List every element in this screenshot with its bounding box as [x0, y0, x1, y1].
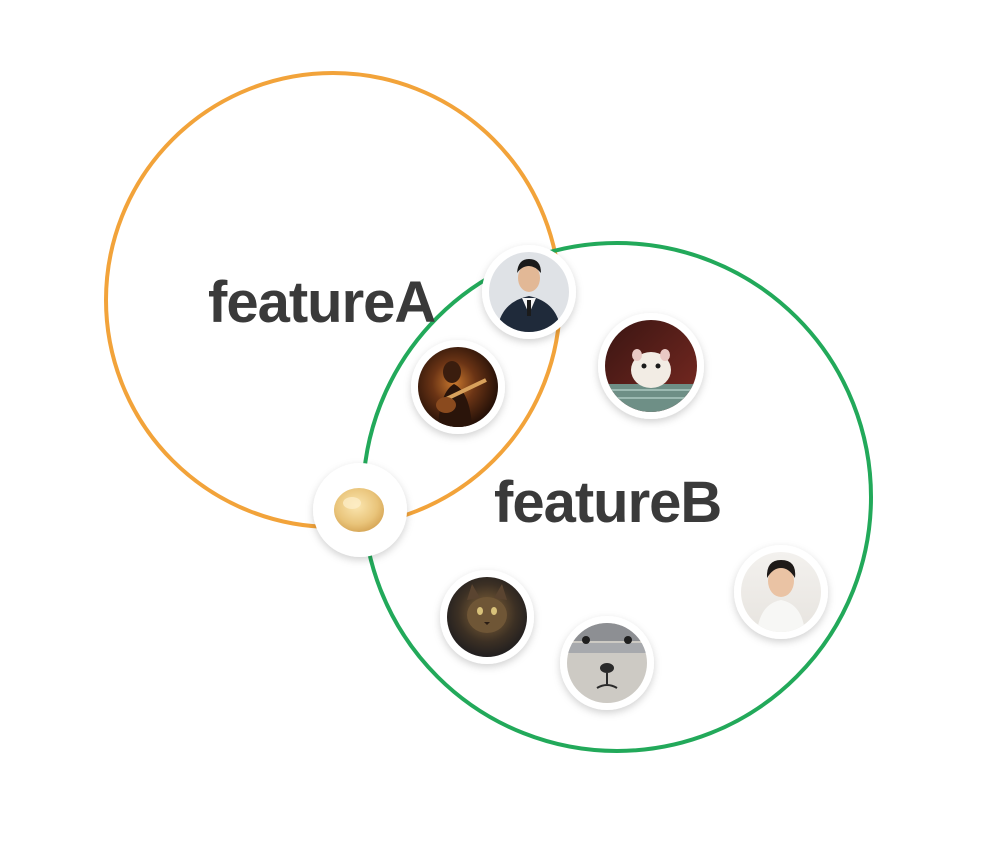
plush-toy-avatar: [560, 616, 654, 710]
smiling-man-avatar: [734, 545, 828, 639]
hamster-avatar: [598, 313, 704, 419]
bread-roll-avatar: [313, 463, 407, 557]
feature-b-label: featureB: [494, 470, 721, 535]
cat-avatar: [440, 570, 534, 664]
person-in-suit-avatar: [482, 245, 576, 339]
guitarist-avatar: [411, 340, 505, 434]
feature-a-label: featureA: [208, 270, 435, 335]
